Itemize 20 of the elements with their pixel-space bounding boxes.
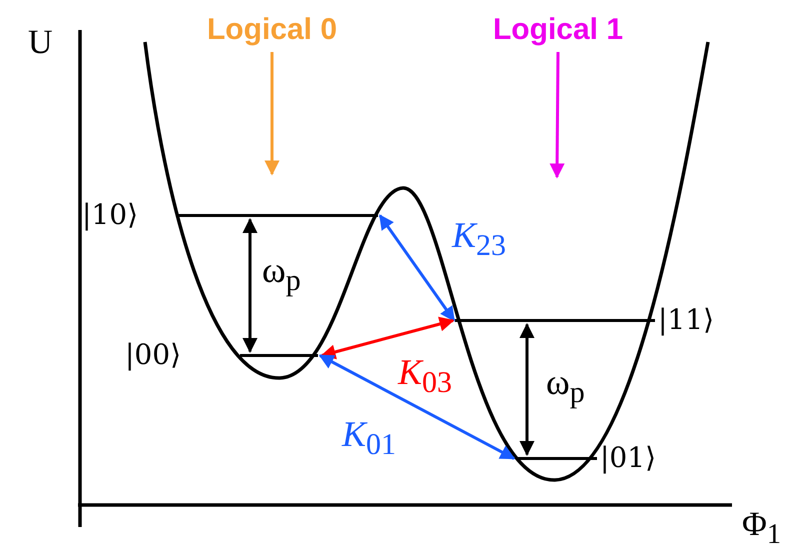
arrow xyxy=(242,218,258,353)
state-heading: Logical 0 xyxy=(197,10,347,50)
arrow xyxy=(320,316,454,360)
axis-label: Φ$_{1}$ xyxy=(742,506,782,552)
edge-label: ω$_{p}$ xyxy=(262,250,301,300)
edge-label: ω$_{p}$ xyxy=(546,362,585,412)
edge-label: K$_{03}$ xyxy=(398,352,452,402)
arrow xyxy=(520,323,534,456)
energy-level: |10⟩ xyxy=(82,197,380,233)
arrow xyxy=(550,52,565,178)
edge-label: K$_{23}$ xyxy=(452,215,506,264)
arrow xyxy=(264,52,280,176)
state-heading: Logical 1 xyxy=(468,10,648,50)
arrow xyxy=(318,354,516,460)
energy-level: |11⟩ xyxy=(455,302,717,338)
axis-label: U xyxy=(28,24,53,62)
energy-level: |01⟩ xyxy=(518,440,658,476)
arrow xyxy=(378,214,456,322)
edge-label: K$_{01}$ xyxy=(342,414,396,464)
energy-level: |00⟩ xyxy=(125,337,320,373)
